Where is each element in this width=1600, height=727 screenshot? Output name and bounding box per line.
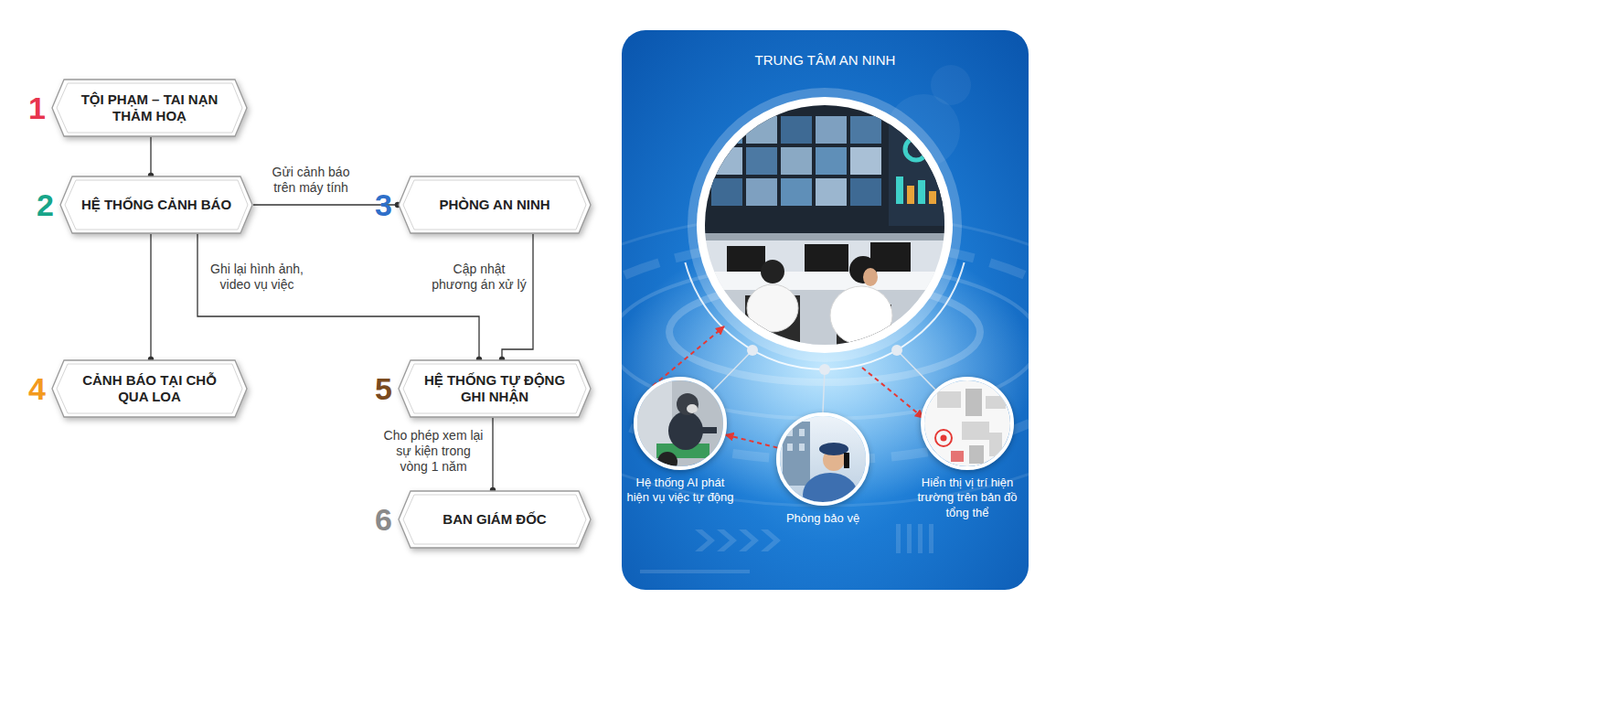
connector-arc (684, 262, 964, 413)
edge-label: Gửi cảnh báo trên máy tính (260, 164, 362, 196)
process-box: PHÒNG AN NINH (397, 175, 592, 235)
box-label: HỆ THỐNG CẢNH BÁO (81, 196, 232, 214)
connector (725, 434, 779, 448)
box-shape (52, 79, 247, 137)
control-room-photo (687, 87, 962, 363)
box-inner-line (56, 363, 243, 414)
callout-number: 5 (374, 370, 393, 407)
panel-title: TRUNG TÂM AN NINH (621, 30, 1029, 69)
box-shape (52, 360, 247, 417)
box-shape (398, 176, 591, 234)
box-inner-line (403, 180, 587, 230)
process-box: BAN GIÁM ĐỐC (397, 490, 592, 549)
callout-number: 6 (374, 501, 393, 538)
process-box: TỘI PHẠM – TAI NẠN THẢM HOẠ (51, 78, 248, 138)
guard-photo (777, 414, 869, 517)
callout-number: 1 (28, 89, 46, 127)
photo-frame (920, 376, 1014, 470)
edge-label: Cho phép xem lại sự kiện trong vòng 1 nă… (382, 427, 485, 474)
connector (149, 137, 151, 176)
callout-number: 4 (28, 370, 46, 407)
edge-label: Cập nhật phương án xử lý (429, 261, 529, 293)
process-box: HỆ THỐNG TỰ ĐỘNG GHI NHẬN (397, 359, 592, 418)
photo-frame (776, 412, 870, 506)
photo-node: Hiển thị vị trí hiện trường trên bản đồ … (910, 376, 1024, 521)
connector (491, 417, 493, 491)
box-inner-line (64, 180, 248, 230)
photo-caption: Hiển thị vị trí hiện trường trên bản đồ … (910, 475, 1024, 521)
panel-ground (621, 30, 1029, 590)
box-label: BAN GIÁM ĐỐC (442, 511, 546, 528)
box-shape (60, 176, 253, 234)
callout-number: 2 (36, 186, 54, 224)
box-label: PHÒNG AN NINH (438, 196, 550, 214)
security-center-panel: TRUNG TÂM AN NINH Hệ thống AI phát hiện v… (621, 30, 1029, 590)
connector (197, 234, 480, 360)
photo-frame (633, 376, 727, 470)
chevron-decor (640, 523, 934, 574)
box-inner-line (403, 363, 587, 414)
connector (501, 234, 534, 360)
box-label: TỘI PHẠM – TAI NẠN THẢM HOẠ (67, 91, 232, 125)
photo-caption: Phòng bảo vệ (766, 511, 880, 526)
photo-node: Phòng bảo vệ (766, 412, 880, 526)
box-shape (398, 360, 591, 417)
red-dashed-arrows (652, 326, 924, 418)
process-box: CẢNH BÁO TẠI CHỖ QUA LOA (51, 359, 248, 418)
ai-photo (635, 377, 727, 472)
photo-node: Hệ thống AI phát hiện vụ việc tự động (623, 376, 737, 506)
map-photo (921, 377, 1014, 470)
box-inner-line (56, 83, 243, 133)
process-box: HỆ THỐNG CẢNH BÁO (59, 175, 254, 235)
photo-caption: Hệ thống AI phát hiện vụ việc tự động (623, 475, 737, 506)
connector (149, 234, 151, 360)
box-label: CẢNH BÁO TẠI CHỖ QUA LOA (67, 372, 232, 406)
edge-label: Ghi lại hình ảnh, video vụ việc (202, 261, 311, 293)
box-inner-line (403, 494, 587, 544)
box-shape (398, 490, 591, 548)
box-label: HỆ THỐNG TỰ ĐỘNG GHI NHẬN (414, 372, 576, 406)
callout-number: 3 (374, 186, 393, 224)
